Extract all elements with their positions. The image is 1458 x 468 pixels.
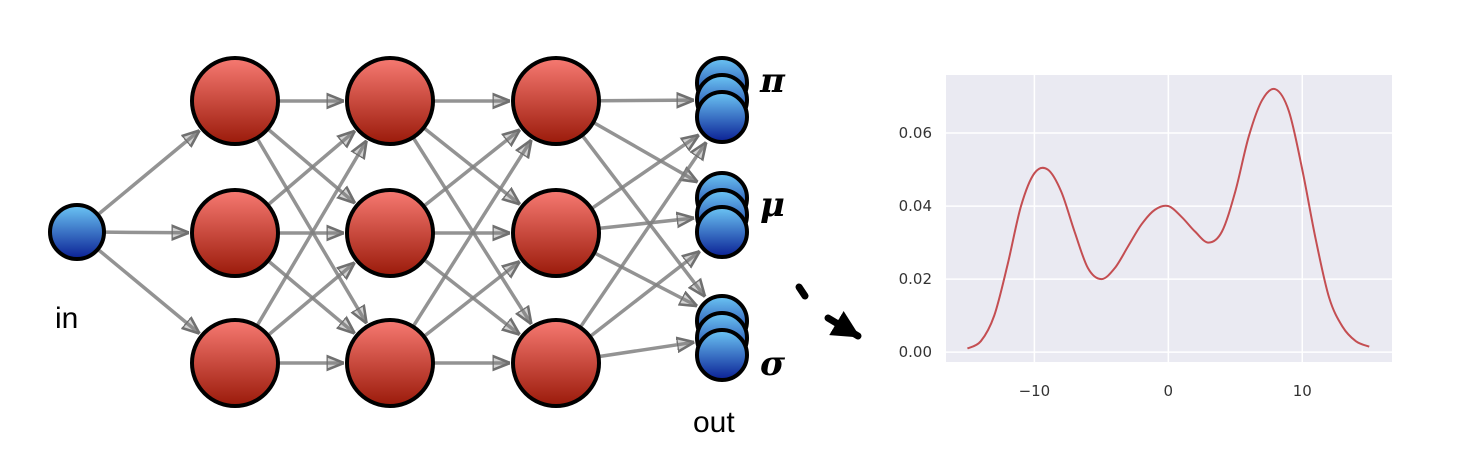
y-tick-label: 0.04: [899, 197, 932, 215]
arrow-dash: [795, 283, 809, 300]
connection-edge: [411, 140, 531, 328]
input-label: in: [55, 302, 78, 335]
y-tick-label: 0.00: [899, 343, 932, 361]
connection-edge: [255, 141, 367, 327]
x-tick-label: 0: [1164, 382, 1174, 400]
output-node-mu: [695, 205, 749, 259]
connection-edge: [266, 263, 355, 337]
connection-edge: [598, 342, 695, 359]
hidden-node-layer-2: [345, 188, 435, 278]
y-tick-label: 0.02: [899, 270, 932, 288]
hidden-node-layer-1: [190, 56, 280, 146]
input-node: [48, 203, 106, 261]
hidden-node-layer-3: [511, 56, 601, 146]
connection-edge: [598, 218, 694, 231]
connection-edge: [266, 131, 355, 207]
hidden-node-layer-2: [345, 318, 435, 408]
hidden-node-layer-3: [511, 318, 601, 408]
x-tick-label: 10: [1293, 382, 1312, 400]
y-tick-label: 0.06: [899, 124, 932, 142]
connection-edge: [96, 247, 200, 333]
connection-edge: [422, 130, 520, 208]
connections: [96, 100, 706, 363]
output-node-sigma: [695, 328, 749, 382]
connection-edge: [578, 142, 706, 329]
mu-label: μ: [760, 185, 785, 225]
density-line: [966, 87, 1370, 350]
transition-arrow: [795, 283, 862, 340]
output-node-pi: [695, 90, 749, 144]
connection-edge: [103, 232, 189, 233]
hidden-node-layer-2: [345, 56, 435, 146]
tick-labels: −10 0 10 0.00 0.02 0.04 0.06: [899, 124, 1312, 400]
output-label: out: [693, 406, 735, 439]
hidden-node-layer-1: [190, 318, 280, 408]
hidden-node-layer-1: [190, 188, 280, 278]
connection-edge: [592, 120, 697, 182]
arrow-head-icon: [824, 311, 862, 340]
pi-label: π: [759, 61, 786, 101]
nodes: [48, 56, 749, 408]
x-tick-label: −10: [1019, 382, 1051, 400]
connection-edge: [96, 130, 200, 217]
hidden-node-layer-3: [511, 188, 601, 278]
density-chart: −10 0 10 0.00 0.02 0.04 0.06: [899, 75, 1392, 400]
connection-edge: [598, 100, 694, 101]
connection-edge: [580, 134, 705, 297]
connection-edge: [590, 135, 698, 211]
connection-edge: [593, 251, 697, 306]
connection-edge: [422, 261, 520, 338]
connection-edge: [588, 251, 700, 338]
sigma-label: σ: [760, 344, 786, 384]
